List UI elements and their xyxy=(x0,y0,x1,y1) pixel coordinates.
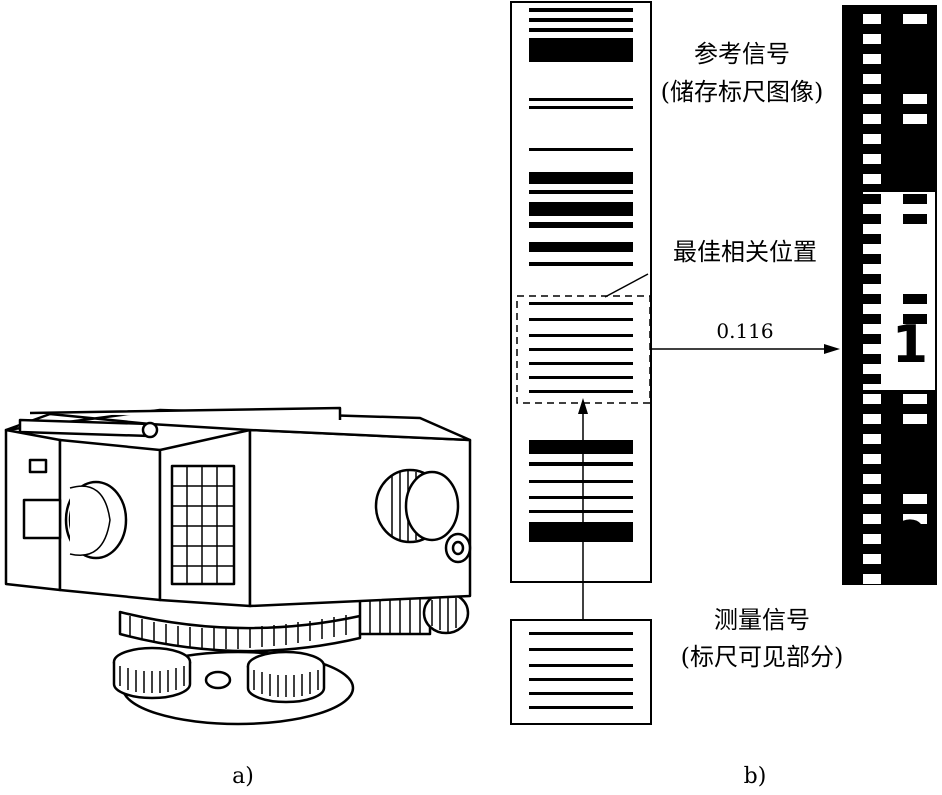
staff-cm-mark xyxy=(863,174,881,184)
staff-cm-mark xyxy=(863,254,881,264)
reference-signal-title: 参考信号 xyxy=(694,40,790,68)
staff-cm-mark xyxy=(863,554,881,564)
staff-cm-mark-right xyxy=(903,94,927,104)
reference-bar xyxy=(529,18,633,22)
staff-cm-mark xyxy=(863,474,881,484)
measure-bar xyxy=(529,692,633,695)
staff-cm-mark xyxy=(863,154,881,164)
staff-cm-mark xyxy=(863,214,881,224)
staff-cm-mark-right xyxy=(903,494,927,504)
staff-cm-mark xyxy=(863,534,881,544)
staff-cm-mark-right xyxy=(903,414,927,424)
reference-bar xyxy=(529,334,633,337)
reference-bar xyxy=(529,376,633,379)
digital-level-illustration xyxy=(4,406,472,726)
measure-bar xyxy=(529,664,633,667)
reference-bar xyxy=(529,202,633,216)
caption-b: b) xyxy=(744,764,767,789)
foot-screw-left xyxy=(112,646,192,700)
staff-cm-mark-right xyxy=(903,214,927,224)
staff-cm-mark xyxy=(863,114,881,124)
staff-cm-mark xyxy=(863,414,881,424)
staff-digit: 2 xyxy=(892,123,928,183)
staff-cm-mark xyxy=(863,374,881,384)
staff-cm-mark xyxy=(863,294,881,304)
foot-screw-right xyxy=(246,650,326,704)
staff-cm-mark xyxy=(863,334,881,344)
staff-cm-mark-right xyxy=(903,194,927,204)
reference-bar xyxy=(529,172,633,184)
reference-bar xyxy=(529,480,633,483)
staff-cm-mark xyxy=(863,514,881,524)
reference-bar xyxy=(529,496,633,499)
staff-cm-mark-right xyxy=(903,394,927,404)
reference-bar xyxy=(529,440,633,454)
staff-cm-mark xyxy=(863,34,881,44)
measure-bar xyxy=(529,678,633,681)
levelling-staff: 2 1 0 xyxy=(842,5,937,585)
reference-signal-subtitle: (储存标尺图像) xyxy=(661,78,824,106)
reference-bar xyxy=(529,106,633,109)
staff-cm-mark xyxy=(863,434,881,444)
reference-bar xyxy=(529,262,633,266)
measure-bar xyxy=(529,632,633,635)
reference-bar xyxy=(529,510,633,513)
staff-digit: 0 xyxy=(892,511,928,571)
best-position-label: 最佳相关位置 xyxy=(673,238,817,266)
reference-bar xyxy=(529,462,633,466)
measurement-signal-strip xyxy=(510,619,652,725)
reference-bar xyxy=(529,148,633,151)
staff-cm-mark xyxy=(863,494,881,504)
reference-bar xyxy=(529,190,633,194)
staff-cm-mark-right xyxy=(903,114,927,124)
staff-cm-mark xyxy=(863,394,881,404)
staff-cm-mark xyxy=(863,454,881,464)
staff-cm-mark xyxy=(863,194,881,204)
staff-cm-mark xyxy=(863,14,881,24)
reference-bar xyxy=(529,390,633,393)
measure-bar xyxy=(529,706,633,709)
reference-bar xyxy=(529,222,633,228)
staff-cm-mark-right xyxy=(903,294,927,304)
reference-bar xyxy=(529,302,633,305)
staff-cm-mark xyxy=(863,54,881,64)
staff-cm-mark xyxy=(863,574,881,584)
staff-cm-mark xyxy=(863,74,881,84)
staff-cm-mark xyxy=(863,234,881,244)
offset-arrow xyxy=(651,344,840,354)
staff-cm-mark-right xyxy=(903,14,927,24)
staff-cm-mark xyxy=(863,134,881,144)
staff-cm-mark-right xyxy=(903,314,927,324)
measure-bar xyxy=(529,648,633,651)
staff-cm-mark xyxy=(863,354,881,364)
reference-bar xyxy=(529,242,633,252)
measure-signal-title: 测量信号 xyxy=(714,606,810,634)
reference-bar xyxy=(529,28,633,32)
staff-cm-mark xyxy=(863,314,881,324)
reference-signal-strip xyxy=(510,1,652,583)
reference-strip-frame xyxy=(510,1,652,583)
reference-bar xyxy=(529,362,633,365)
match-arrow xyxy=(578,398,588,620)
staff-cm-mark xyxy=(863,94,881,104)
best-position-leader xyxy=(604,273,649,298)
staff-digit: 1 xyxy=(892,315,928,375)
reference-bar xyxy=(529,98,633,101)
reference-bar xyxy=(529,38,633,62)
reference-bar xyxy=(529,348,633,351)
measure-signal-subtitle: (标尺可见部分) xyxy=(681,643,844,671)
reference-bar xyxy=(529,318,633,321)
offset-value: 0.116 xyxy=(716,319,773,343)
staff-cm-mark xyxy=(863,274,881,284)
caption-a: a) xyxy=(232,764,254,789)
reference-bar xyxy=(529,522,633,542)
reference-bar xyxy=(529,8,633,12)
staff-cm-mark-right xyxy=(903,514,927,524)
